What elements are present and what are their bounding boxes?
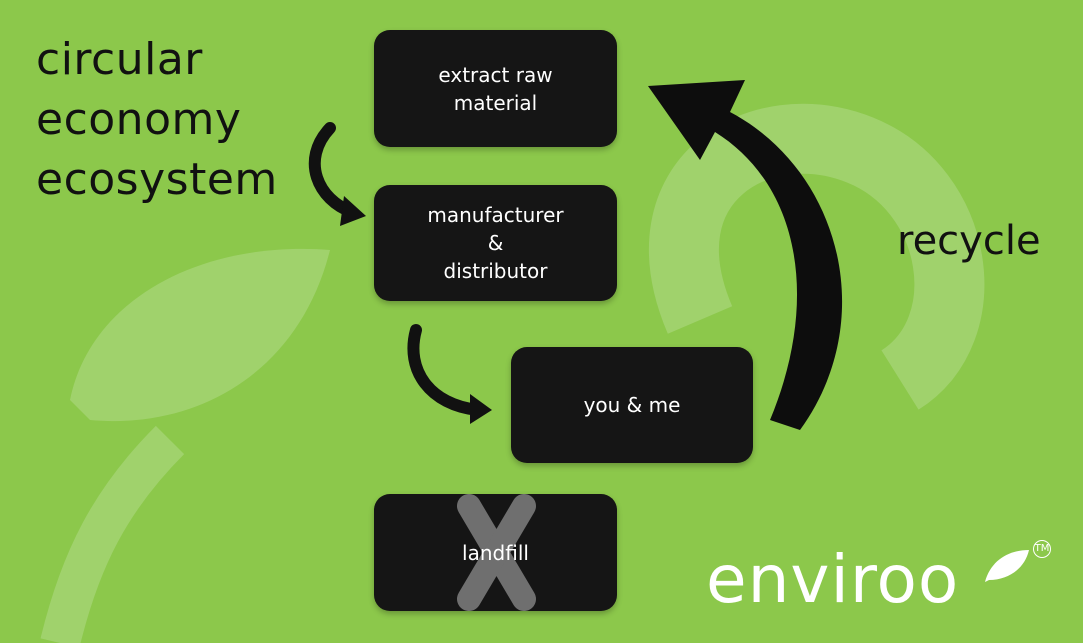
watermark-leaf bbox=[70, 248, 330, 422]
manufacturer-line-3: distributor bbox=[443, 259, 548, 283]
extract-line-2: material bbox=[453, 90, 538, 115]
cross-out-icon bbox=[457, 494, 536, 611]
title-line-3: ecosystem bbox=[36, 154, 278, 205]
arrow-to-consumer bbox=[407, 324, 492, 424]
title-line-1: circular bbox=[36, 34, 203, 85]
extract-line-1: extract raw bbox=[438, 62, 553, 87]
recycle-label: recycle bbox=[897, 218, 1041, 264]
landfill-box: landfill bbox=[374, 494, 617, 611]
manufacturer-line-1: manufacturer bbox=[427, 203, 564, 227]
watermark-stem bbox=[40, 425, 185, 643]
arrow-to-manufacturer bbox=[308, 122, 366, 226]
manufacturer-distributor-box: manufacturer & distributor bbox=[374, 185, 617, 301]
you-and-me-box: you & me bbox=[511, 347, 753, 463]
enviroo-logo: enviroo TM bbox=[706, 540, 1066, 620]
extract-raw-material-box: extract raw material bbox=[374, 30, 617, 147]
diagram-title: circular economy ecosystem bbox=[36, 30, 278, 210]
leaf-icon bbox=[985, 550, 1029, 582]
consumer-label: you & me bbox=[583, 393, 681, 417]
trademark-icon: TM bbox=[1033, 540, 1051, 558]
landfill-label: landfill bbox=[462, 540, 529, 565]
title-line-2: economy bbox=[36, 94, 242, 145]
manufacturer-line-2: & bbox=[487, 231, 504, 255]
logo-wordmark: enviroo bbox=[706, 541, 960, 618]
